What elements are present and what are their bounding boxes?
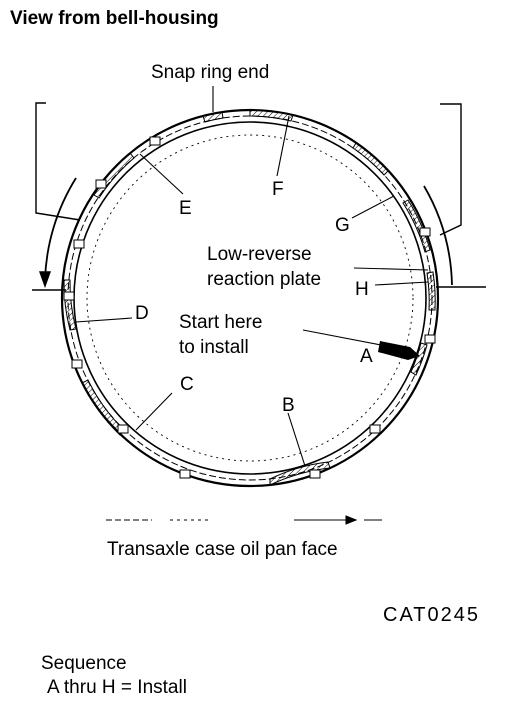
diagram-title: View from bell-housing — [10, 8, 219, 29]
letter-f: F — [272, 179, 284, 200]
letter-g: G — [335, 215, 350, 236]
segment-a — [410, 342, 428, 376]
oil-pan-face-line — [106, 515, 382, 525]
segment-g2 — [402, 199, 431, 253]
leader-lines — [75, 86, 429, 467]
segment-b — [269, 461, 331, 486]
low-reverse-label-line1: Low-reverse — [207, 244, 312, 265]
letter-a: A — [360, 346, 373, 367]
letter-e: E — [179, 198, 192, 219]
inner-dashed-circle — [86, 134, 414, 462]
segment-g1 — [352, 142, 389, 176]
segment-e — [93, 152, 135, 199]
right-bracket — [423, 103, 486, 288]
low-reverse-label-line2: reaction plate — [207, 269, 322, 290]
segment-f — [249, 109, 294, 122]
sequence-label-line1: Sequence — [41, 653, 127, 674]
segment-snap-ring-end — [202, 111, 224, 123]
snap-ring-end-label: Snap ring end — [151, 62, 270, 83]
left-bracket — [32, 102, 81, 291]
segment-h — [426, 271, 436, 311]
figure-code: CAT0245 — [383, 604, 481, 626]
sequence-label-line2: A thru H = Install — [47, 677, 187, 698]
letter-d: D — [135, 303, 149, 324]
letter-h: H — [355, 279, 369, 300]
letter-b: B — [282, 395, 295, 416]
start-here-label-line2: to install — [179, 337, 249, 358]
ring-tabs — [63, 136, 436, 479]
letter-c: C — [180, 374, 194, 395]
start-here-label-line1: Start here — [179, 312, 263, 333]
oil-pan-face-label: Transaxle case oil pan face — [107, 539, 338, 560]
start-arrow — [378, 341, 420, 360]
segment-c — [81, 379, 125, 436]
